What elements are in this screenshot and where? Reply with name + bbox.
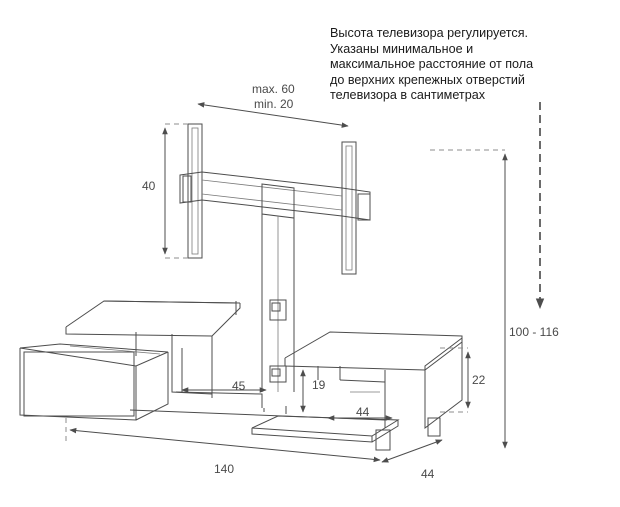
support-column	[261, 214, 295, 392]
dimension-lines	[65, 102, 545, 463]
label-side-width: 44	[356, 405, 370, 419]
cabinet	[19, 300, 463, 451]
label-bracket-width-max: max. 60	[252, 82, 295, 96]
label-side-height: 22	[472, 373, 486, 387]
label-inner-width: 45	[232, 379, 246, 393]
label-total-width: 140	[214, 462, 234, 476]
label-inner-height: 19	[312, 378, 326, 392]
label-total-height: 100 - 116	[509, 325, 559, 339]
height-note: Высота телевизора регулируется. Указаны …	[330, 26, 534, 103]
tv-bracket	[179, 123, 371, 275]
label-depth: 44	[421, 467, 435, 481]
label-bracket-width-min: min. 20	[254, 97, 294, 111]
label-bracket-height: 40	[142, 179, 156, 193]
